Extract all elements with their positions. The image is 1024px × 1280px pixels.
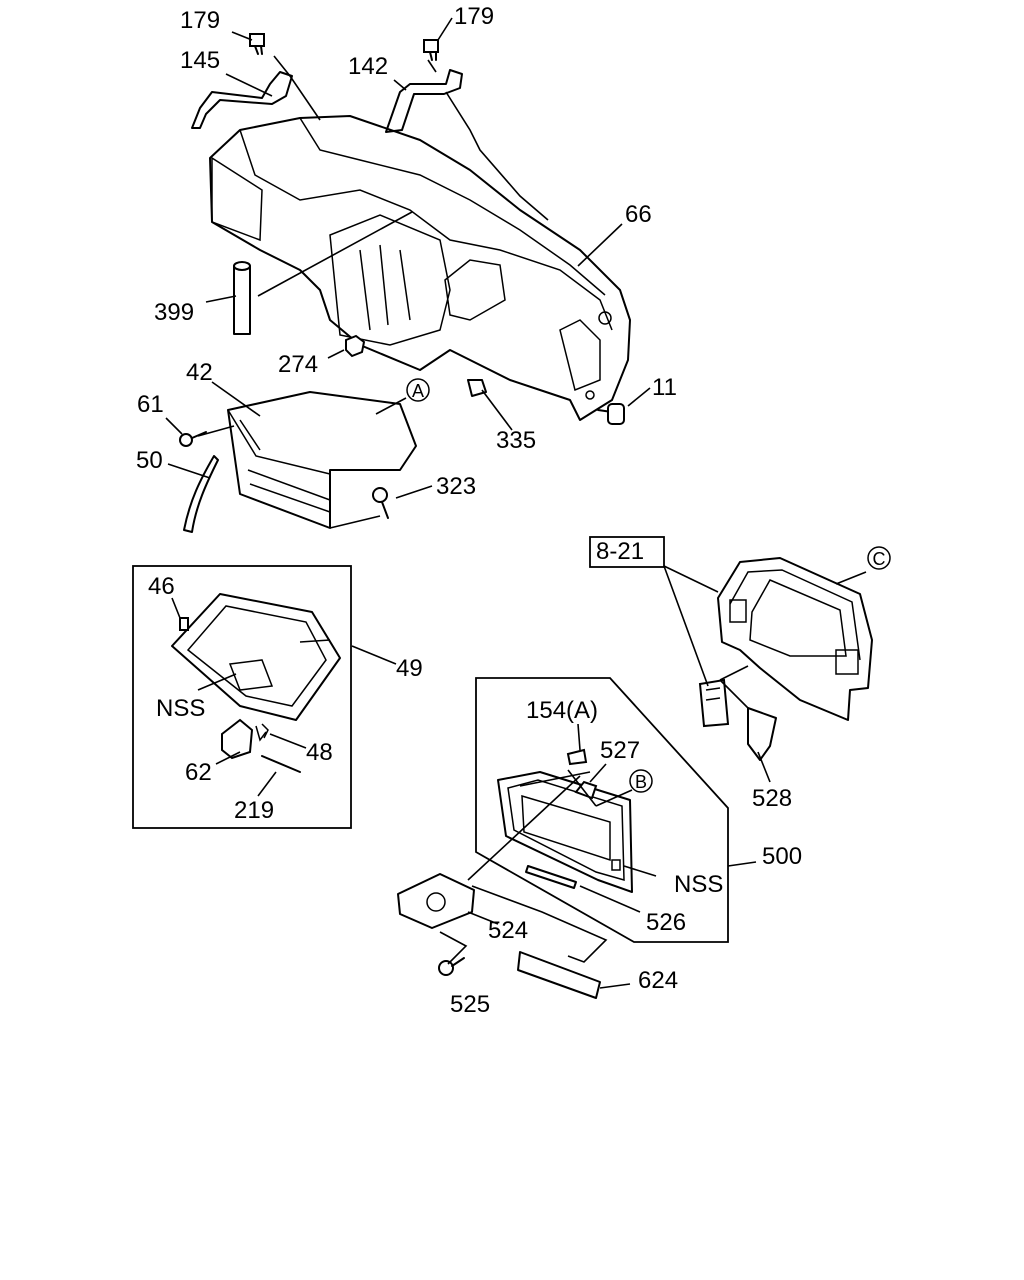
latch-62: [221, 718, 267, 760]
callout-8-21: 8-21: [596, 538, 644, 565]
callout-46: 46: [148, 573, 175, 600]
bracket-142: [385, 69, 463, 133]
callout-61: 61: [137, 391, 164, 418]
callout-66: 66: [625, 201, 652, 228]
screw-525: [438, 957, 465, 976]
callout-526: 526: [646, 909, 686, 936]
screw-323: [372, 487, 389, 519]
callout-323: 323: [436, 473, 476, 500]
callout-49: 49: [396, 655, 423, 682]
center-bezel: [497, 771, 633, 893]
inset-box-49: [132, 565, 352, 829]
bolt-11: [597, 403, 625, 425]
ref-circle-b: B: [629, 769, 653, 793]
inset-box-500: [475, 677, 729, 943]
callout-525: 525: [450, 991, 490, 1018]
clip-154a: [566, 748, 588, 766]
bracket-145: [191, 71, 293, 129]
clip-335: [467, 379, 487, 397]
rod-219: [261, 755, 301, 773]
callout-48: 48: [306, 739, 333, 766]
callout-500: 500: [762, 843, 802, 870]
spring-48: [261, 723, 269, 739]
callout-524: 524: [488, 917, 528, 944]
callout-219: 219: [234, 797, 274, 824]
callout-154a: 154(A): [526, 697, 598, 724]
callout-nss-2: NSS: [674, 871, 723, 898]
switch-8-21: [698, 678, 730, 728]
bolt-179-right: [423, 39, 439, 61]
callout-624: 624: [638, 967, 678, 994]
ref-8-21-box: [589, 536, 665, 568]
callout-527: 527: [600, 737, 640, 764]
ref-c-label: C: [873, 549, 886, 569]
callout-142: 142: [348, 53, 388, 80]
panel-624: [517, 951, 601, 999]
bolt-179-left: [249, 33, 265, 55]
ref-b-label: B: [635, 772, 647, 792]
spacer-399: [233, 261, 251, 335]
callout-62: 62: [185, 759, 212, 786]
callout-42: 42: [186, 359, 213, 386]
callout-nss-1: NSS: [156, 695, 205, 722]
nut-274: [345, 334, 366, 358]
ref-circle-c: C: [867, 546, 891, 570]
callout-399: 399: [154, 299, 194, 326]
seal-50: [183, 455, 219, 533]
ashtray-524: [397, 873, 475, 929]
trim-526: [525, 865, 577, 889]
callout-179-right: 179: [454, 3, 494, 30]
cluster-bezel: [717, 557, 873, 721]
panel-frame-66: [209, 115, 631, 421]
ref-a-label: A: [412, 381, 424, 401]
stopper-46: [179, 617, 189, 631]
leader-lines: [165, 17, 867, 989]
glovebox-42: [227, 391, 417, 529]
bracket-528: [747, 707, 777, 761]
callout-335: 335: [496, 427, 536, 454]
callout-50: 50: [136, 447, 163, 474]
callout-145: 145: [180, 47, 220, 74]
ref-circle-a: A: [406, 378, 430, 402]
callout-11: 11: [652, 374, 677, 401]
callout-528: 528: [752, 785, 792, 812]
callout-179-left: 179: [180, 7, 220, 34]
callout-274: 274: [278, 351, 318, 378]
lid-49: [171, 593, 341, 721]
